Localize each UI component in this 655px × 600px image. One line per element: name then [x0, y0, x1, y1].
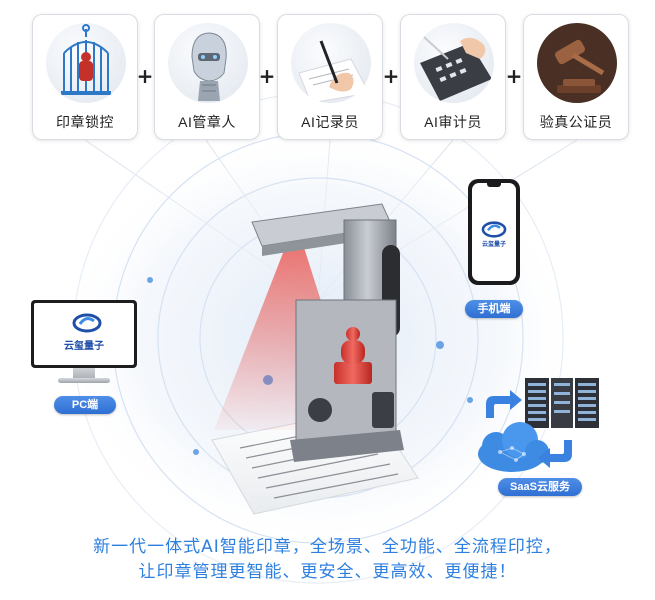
- sync-arrow-up-icon: [486, 390, 522, 418]
- feature-card-seal-lock: 印章锁控: [32, 14, 138, 140]
- feature-label: AI管章人: [178, 114, 236, 130]
- calculator-icon: [414, 23, 494, 103]
- seal-machine: [251, 203, 404, 462]
- robot-head-icon: [168, 23, 248, 103]
- mobile-phone: 云玺量子: [468, 179, 520, 285]
- bird-cage-icon: [46, 23, 126, 103]
- feature-card-notary: 验真公证员: [523, 14, 629, 140]
- brand-logo-icon: [481, 221, 507, 238]
- server-racks: [525, 378, 599, 428]
- feature-label: 印章锁控: [56, 114, 114, 130]
- plus-sign: +: [136, 64, 154, 88]
- cloud-icon: [478, 422, 549, 472]
- pc-screen: 云玺量子: [34, 303, 134, 365]
- brand-name: 云玺量子: [481, 242, 506, 248]
- feature-label: AI审计员: [424, 114, 482, 130]
- pc-client-label: PC端: [54, 396, 116, 414]
- brand-name: 云玺量子: [64, 341, 104, 352]
- feature-label: AI记录员: [301, 114, 359, 130]
- pen-writing-icon: [291, 23, 371, 103]
- plus-sign: +: [505, 64, 523, 88]
- plus-sign: +: [258, 64, 276, 88]
- plus-sign: +: [382, 64, 400, 88]
- slogan-line-2: 让印章管理更智能、更安全、更高效、更便捷！: [138, 562, 517, 582]
- pc-monitor: 云玺量子: [31, 300, 137, 383]
- feature-card-ai-auditor: AI审计员: [400, 14, 506, 140]
- feature-card-ai-recorder: AI记录员: [277, 14, 383, 140]
- sync-arrow-down-icon: [538, 440, 572, 468]
- brand-logo-icon: [72, 313, 102, 333]
- mobile-client-label: 手机端: [465, 300, 523, 318]
- saas-service-label: SaaS云服务: [498, 478, 582, 496]
- gavel-icon: [537, 23, 617, 103]
- feature-label: 验真公证员: [539, 114, 613, 130]
- feature-card-ai-seal-keeper: AI管章人: [154, 14, 260, 140]
- phone-screen: 云玺量子: [472, 183, 516, 281]
- slogan-line-1: 新一代一体式AI智能印章，全场景、全功能、全流程印控，: [93, 537, 562, 557]
